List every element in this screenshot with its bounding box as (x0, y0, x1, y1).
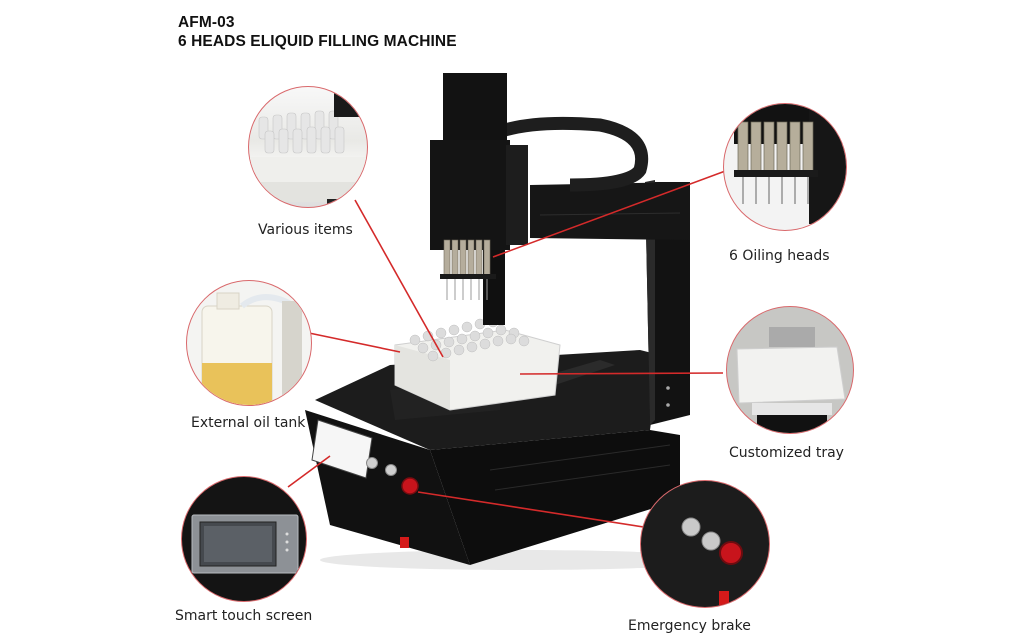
touch-screen-icon (191, 514, 299, 574)
callout-customized-tray (726, 306, 854, 434)
oil-tank-icon (201, 292, 304, 405)
callout-emergency-brake (640, 480, 770, 608)
tray-icon (736, 327, 846, 433)
callout-various-items (248, 86, 368, 208)
label-external-oil-tank: External oil tank (191, 415, 306, 431)
label-emergency-brake: Emergency brake (628, 618, 751, 634)
bottles-tray-icon (249, 87, 367, 207)
oiling-heads-icon (734, 104, 846, 224)
callout-external-oil-tank (186, 280, 312, 406)
product-title-block: AFM-03 6 HEADS ELIQUID FILLING MACHINE (178, 13, 457, 51)
label-various-items: Various items (258, 222, 353, 238)
emergency-brake-icon (681, 517, 743, 605)
callout-smart-touch-screen (181, 476, 307, 602)
product-title: 6 HEADS ELIQUID FILLING MACHINE (178, 33, 457, 50)
label-smart-touch-screen: Smart touch screen (175, 608, 313, 624)
label-customized-tray: Customized tray (729, 445, 844, 461)
callout-oiling-heads (723, 103, 847, 231)
label-oiling-heads: 6 Oiling heads (729, 248, 830, 264)
model-number: AFM-03 (178, 14, 235, 31)
